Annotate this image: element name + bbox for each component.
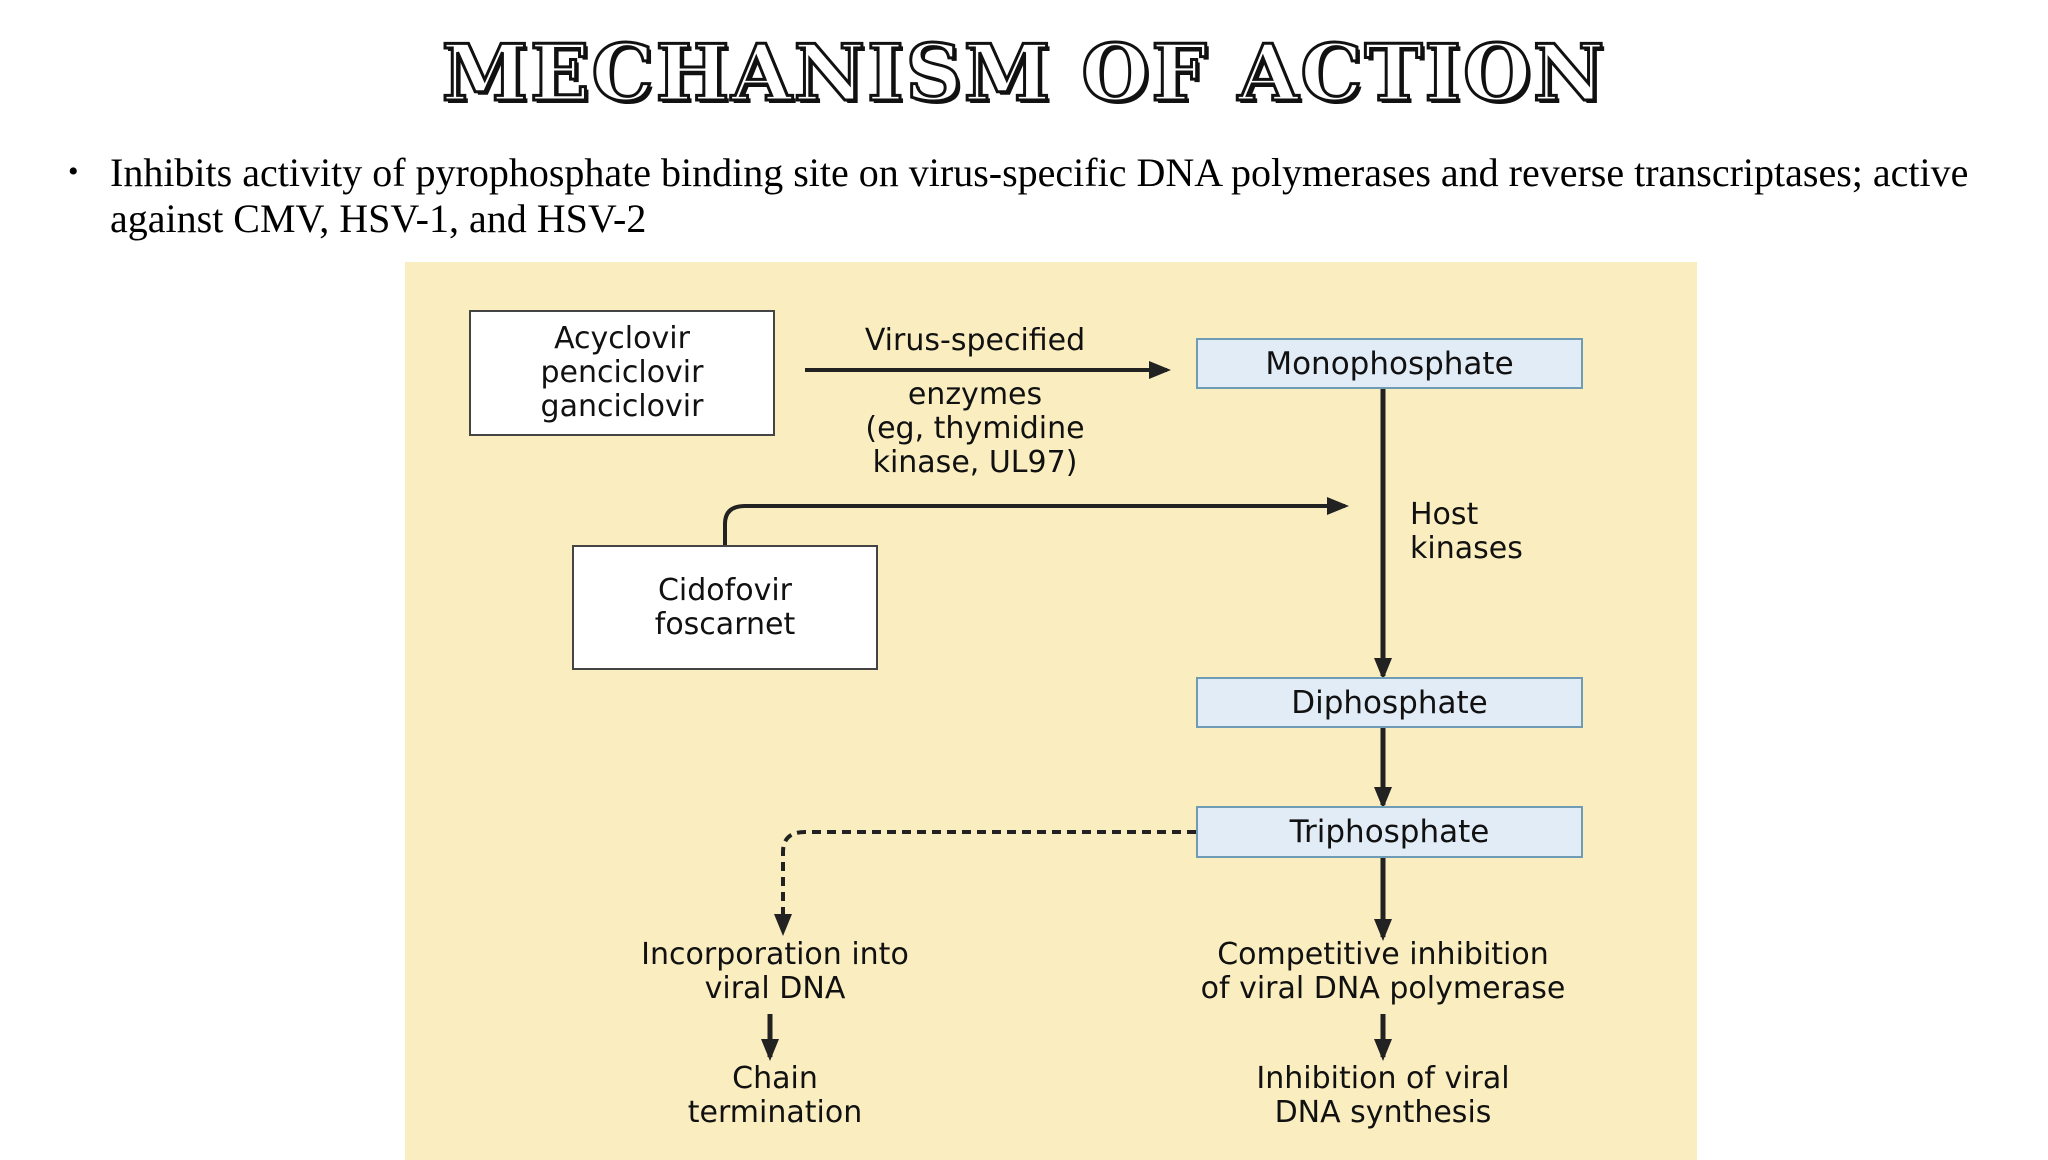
box-cidofovir: Cidofovir foscarnet (572, 545, 878, 670)
label-host-kinases: Host kinases (1410, 497, 1523, 566)
box-acyclovir: Acyclovir penciclovir ganciclovir (469, 310, 775, 436)
bullet-dot-icon: • (68, 155, 79, 188)
mechanism-diagram: Acyclovir penciclovir ganciclovir Cidofo… (405, 262, 1697, 1160)
box-monophosphate: Monophosphate (1196, 338, 1583, 389)
slide-title: MECHANISM OF ACTION (440, 27, 1607, 121)
label-competitive-inhibition: Competitive inhibition of viral DNA poly… (1200, 937, 1566, 1006)
label-enzymes: enzymes (eg, thymidine kinase, UL97) (865, 377, 1085, 480)
arrow-cidofovir-to-host-kinases (723, 497, 1349, 545)
box-diphosphate: Diphosphate (1196, 677, 1583, 728)
label-incorporation: Incorporation into viral DNA (641, 937, 909, 1006)
label-virus-specified: Virus-specified (864, 323, 1086, 358)
arrow-dashed-incorporation (774, 830, 1196, 936)
label-chain-termination: Chain termination (687, 1061, 863, 1130)
bullet-point: • Inhibits activity of pyrophosphate bin… (68, 150, 2018, 242)
label-inhibition-synthesis: Inhibition of viral DNA synthesis (1256, 1061, 1510, 1130)
box-triphosphate: Triphosphate (1196, 806, 1583, 858)
bullet-text: Inhibits activity of pyrophosphate bindi… (110, 150, 1969, 241)
diagram-arrows (723, 361, 1392, 1061)
